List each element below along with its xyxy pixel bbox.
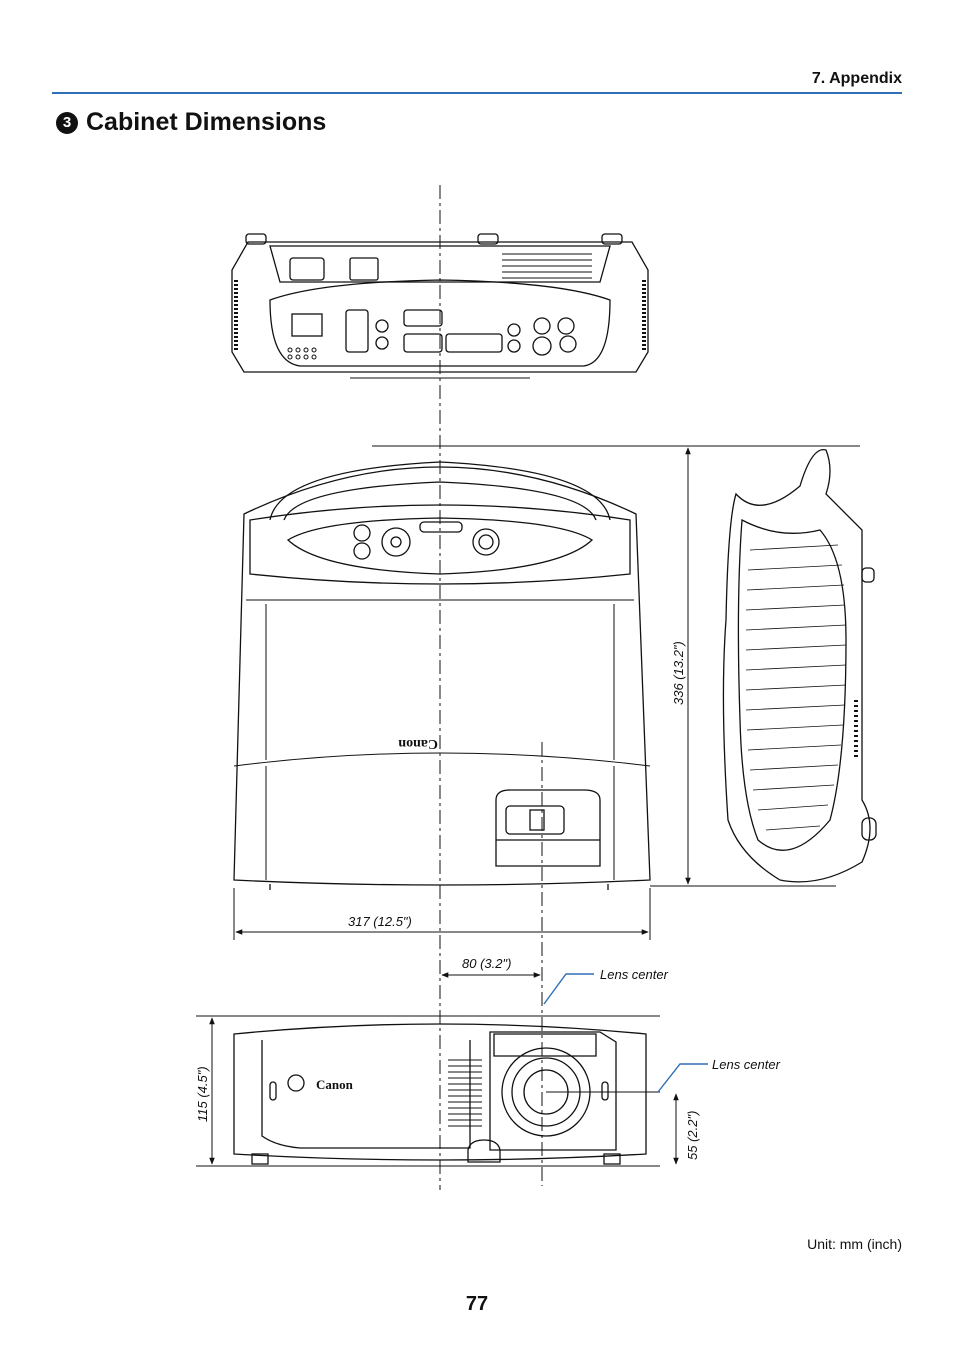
header-rule — [52, 92, 902, 94]
lens-center-leader-front — [657, 1063, 708, 1093]
lens-offset-dimension: 80 (3.2") — [462, 956, 511, 971]
title-block: 3 Cabinet Dimensions — [56, 108, 326, 137]
lens-center-label-front: Lens center — [712, 1057, 781, 1072]
unit-note: Unit: mm (inch) — [807, 1236, 902, 1252]
side-view — [722, 449, 877, 883]
height-dimension: 115 (4.5") — [195, 1066, 210, 1122]
section-number-badge: 3 — [56, 111, 78, 134]
section-label: 7. Appendix — [811, 70, 902, 87]
depth-dimension: 336 (13.2") — [671, 641, 686, 705]
top-view — [233, 461, 651, 890]
dimension-lines — [196, 445, 860, 1186]
lens-center-label-top: Lens center — [600, 967, 669, 982]
rear-view — [231, 233, 649, 379]
page-number: 77 — [465, 1293, 489, 1315]
front-canon-logo: Canon — [316, 1077, 354, 1092]
lens-height-dimension: 55 (2.2") — [685, 1111, 700, 1160]
front-view — [233, 1023, 647, 1165]
page-title: Cabinet Dimensions — [86, 108, 327, 136]
top-canon-logo: Canon — [398, 736, 438, 751]
lens-center-leader-top — [543, 973, 594, 1005]
width-dimension: 317 (12.5") — [348, 914, 412, 929]
